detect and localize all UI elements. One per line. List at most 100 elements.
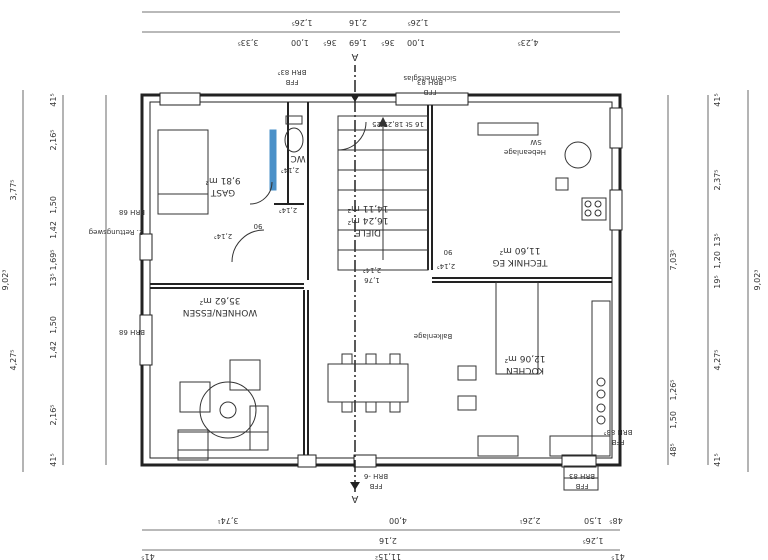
dim-top-seg-3: 2,26¹: [519, 516, 540, 525]
label-sw: SW: [530, 138, 541, 146]
label-ffb-top-left: FFB: [369, 482, 382, 490]
dim-vertical-texts: 9,02³ 41⁵ 2,16⁵ 1,42 1,50 4,27⁵ 13⁵ 1,69…: [1, 93, 762, 466]
label-hebeanlage: Hebeanlage: [504, 148, 546, 156]
dim-left-seg-7: 1,69⁵: [49, 249, 58, 270]
room-name-technik: TECHNIK EG: [492, 257, 548, 267]
label-d214a: 2,14⁵: [363, 266, 382, 274]
label-sicherheitsglas: Sicherheitsglas: [403, 74, 456, 82]
dim-right-seg-5: 4,27⁵: [713, 349, 722, 370]
label-d214b: 2,14⁵: [437, 262, 456, 270]
label-d214e: 2,14⁵: [281, 166, 300, 174]
room-name-wohnen: WOHNEN/ESSEN: [183, 307, 257, 317]
dim-top-seg-1: 3,74¹: [217, 516, 238, 525]
room-area-diele-1: 16,24 m²: [347, 215, 388, 225]
label-brh-top-right: BRH 83: [569, 472, 595, 480]
guest-bed: [157, 129, 209, 215]
room-area-gast: 9,81 m²: [205, 175, 241, 185]
kitchen: [457, 281, 611, 457]
dim-texts: 11,15² 41⁵ 41⁵ 3,74¹ 4,00 2,26¹ 1,50 48⁵…: [141, 18, 624, 560]
dim-top-126: 1,26⁵: [582, 536, 603, 545]
dim-right-seg-2: 48⁵: [669, 443, 678, 456]
dim-top-216: 2,16: [379, 536, 397, 545]
label-rettungsweg: 2. Rettungsweg: [89, 228, 144, 236]
brh-labels: FFB BRH 83 FFB BRH -6 FFB BRH 83⁵ BRH 68…: [119, 68, 632, 490]
dim-left-seg-10: 3,77⁵: [9, 179, 18, 200]
dim-bottom-126a: 1,26⁵: [291, 18, 312, 27]
dim-right-seg-7: 19⁵: [713, 275, 722, 288]
label-ffb-top-right: FFB: [575, 482, 588, 490]
dining-table: [327, 353, 409, 413]
dim-left-seg-12: 41⁵: [49, 93, 58, 106]
label-brh-top-left: BRH -6: [363, 472, 388, 480]
dim-left-seg-6: 13⁵: [49, 273, 58, 286]
dim-left-seg-9: 1,50: [49, 196, 58, 214]
interior-walls: [150, 102, 612, 458]
room-name-diele: DIELE: [355, 227, 381, 237]
dim-right-seg-10: 2,37⁵: [713, 169, 722, 190]
label-d176: 1,76: [364, 276, 380, 284]
label-d214c: 2,14⁵: [214, 232, 233, 240]
room-area-kochen: 12,06 m²: [504, 353, 545, 363]
room-name-gast: GAST: [210, 187, 235, 197]
misc-labels: Balkenlage 2. Rettungsweg Hebeanlage SW …: [89, 51, 546, 504]
doors: [231, 121, 367, 263]
label-section-bottom: A: [351, 51, 358, 62]
section-markers: [350, 94, 360, 490]
dim-bottom-126b: 1,26⁵: [407, 18, 428, 27]
dim-bottom-216: 2,16: [349, 18, 367, 27]
label-brh-bottom-mid: BRH 83: [417, 78, 443, 86]
dim-right-seg-4: 1,26⁵: [669, 379, 678, 400]
technik-equipment: [477, 122, 607, 221]
dim-bottom-seg-6: 1,00: [407, 38, 425, 47]
label-brh-right: BRH 83⁵: [603, 428, 632, 436]
dim-top-41-right: 41⁵: [141, 552, 154, 560]
dim-right-seg-1: 41⁵: [713, 453, 722, 466]
dim-left-seg-8: 1,42: [49, 221, 58, 239]
label-ffb-bottom-left: FFB: [285, 78, 298, 86]
dim-bottom-seg-4: 1,69: [349, 38, 367, 47]
label-brh-left-lower: BRH 68: [119, 208, 145, 216]
dim-bottom-seg-2: 1,00: [291, 38, 309, 47]
room-area-technik: 11,60 m²: [499, 245, 540, 255]
dim-right-seg-8: 1,20: [713, 251, 722, 269]
dim-bottom-seg-7: 4,23⁵: [517, 38, 538, 47]
room-area-diele-2: 14,11 m²: [347, 203, 388, 213]
dim-top-41-left: 41⁵: [611, 552, 624, 560]
room-name-kochen: KOCHEN: [506, 365, 544, 375]
dim-bottom-seg-5: 36⁵: [381, 38, 394, 47]
label-d214d: 2,14⁵: [279, 206, 298, 214]
dim-left-seg-2: 2,16⁵: [49, 404, 58, 425]
legend-box: [563, 465, 599, 491]
dim-left-seg-11: 2,16⁵: [49, 129, 58, 150]
label-d90b: 90: [254, 222, 263, 230]
dim-left-seg-3: 1,42: [49, 341, 58, 359]
dim-bottom-seg-1: 3,33⁵: [237, 38, 258, 47]
label-ffb-right: FFB: [611, 438, 624, 446]
room-name-wc: WC: [290, 153, 305, 163]
dim-left-total: 9,02³: [1, 269, 10, 290]
dim-top-seg-4: 1,50: [584, 516, 602, 525]
dim-left-seg-4: 1,50: [49, 316, 58, 334]
dim-bottom-seg-3: 36⁵: [323, 38, 336, 47]
label-ffb-bottom-mid: FFB: [423, 88, 436, 96]
label-balkenlage: Balkenlage: [414, 332, 453, 340]
dim-top-seg-5: 48⁵: [609, 516, 622, 525]
label-brh-left-upper: BRH 68: [119, 328, 145, 336]
dim-right-seg-9: 13⁵: [713, 233, 722, 246]
dim-right-total: 9,02³: [753, 269, 762, 290]
living-furniture: [177, 359, 269, 461]
label-stair: 16 St 18,25/25: [372, 120, 424, 128]
stair: [337, 115, 429, 271]
dim-lines: [22, 11, 749, 551]
dim-left-seg-1: 41⁵: [49, 453, 58, 466]
outer-walls: [140, 93, 622, 467]
label-brh-bottom-left: BRH 83⁵: [277, 68, 306, 76]
dim-top-seg-2: 4,00: [389, 516, 407, 525]
windows: [139, 92, 623, 468]
dim-top-total: 11,15²: [375, 552, 401, 560]
dim-right-seg-3: 1,50: [669, 411, 678, 429]
dim-right-seg-6: 7,03⁵: [669, 249, 678, 270]
label-d90a: 90: [444, 248, 453, 256]
room-labels: WOHNEN/ESSEN 35,62 m² KOCHEN 12,06 m² TE…: [183, 153, 549, 375]
